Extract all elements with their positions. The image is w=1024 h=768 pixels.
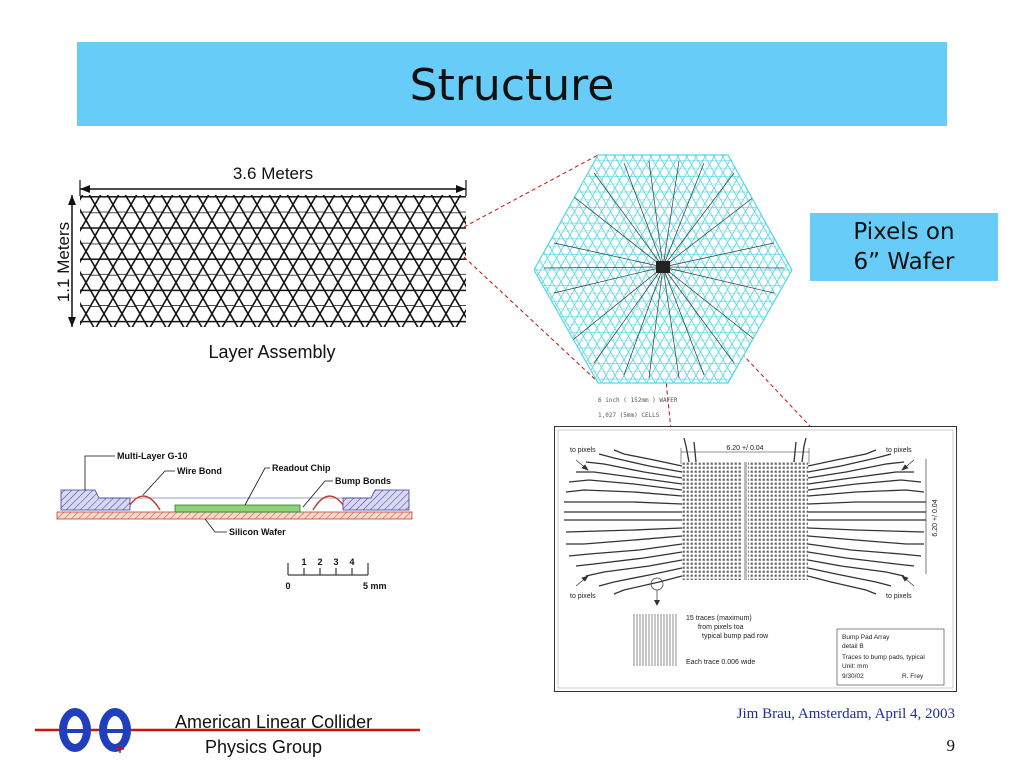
traces-note-2: from pixels toa (698, 624, 744, 631)
label-silicon-wafer: Silicon Wafer (229, 527, 286, 537)
scale-tick-1: 1 (301, 557, 306, 567)
title-block-3: Traces to bump pads, typical (842, 654, 925, 661)
title-block-2: detail B (842, 643, 864, 650)
wire-bond-left (129, 495, 161, 511)
honeycomb-panel (80, 195, 466, 327)
wafer-traces (543, 160, 785, 379)
org-name-line2: Physics Group (205, 737, 323, 757)
scale-bar: 0 1 2 3 4 5 mm (285, 557, 386, 591)
pixels-callout: Pixels on 6” Wafer (810, 213, 998, 281)
footer-credit: Jim Brau, Amsterdam, April 4, 2003 (736, 706, 955, 722)
label-wire-bond: Wire Bond (177, 466, 222, 476)
title-block-4: Unit: mm (842, 663, 868, 670)
layer-assembly-caption: Layer Assembly (208, 342, 335, 362)
pad-array-left (682, 462, 742, 580)
corner-label-bl: to pixels (570, 593, 596, 600)
fanout-traces (564, 437, 926, 595)
scale-tick-3: 3 (333, 557, 338, 567)
wafer-figure (534, 154, 793, 384)
callout-line-1: Pixels on (853, 219, 955, 245)
corner-label-tl: to pixels (570, 447, 596, 454)
cross-section-figure: Multi-Layer G-10 Wire Bond Readout Chip … (56, 451, 413, 591)
dimension-top: 6.20 +/ 0.04 (726, 445, 763, 452)
dimension-side: 6.20 +/ 0.04 (932, 499, 939, 536)
title-block (836, 628, 945, 686)
label-bump-bonds: Bump Bonds (335, 476, 391, 486)
callout-line-2: 6” Wafer (853, 249, 955, 275)
scale-tick-0: 0 (285, 581, 290, 591)
traces-note-1: 15 traces (maximum) (686, 615, 752, 622)
org-name-line1: American Linear Collider (175, 712, 373, 732)
corner-label-tr: to pixels (886, 447, 912, 454)
layer-assembly-figure: 3.6 Meters 1.1 Meters Layer Assembly (54, 164, 467, 362)
title-block-6: R. Frey (902, 673, 924, 680)
scale-tick-4: 4 (349, 557, 354, 567)
trace-sample (633, 614, 677, 666)
wafer-center-chip (656, 261, 670, 273)
traces-note-3: typical bump pad row (702, 633, 769, 640)
wafer-note-1: 6 inch ( 152mm ) WAFER (598, 397, 678, 404)
wafer-note-2: 1,027 (5mm) CELLS (598, 412, 660, 419)
scale-end-label: 5 mm (363, 581, 387, 591)
width-label: 3.6 Meters (233, 164, 313, 183)
label-multilayer: Multi-Layer G-10 (117, 451, 188, 461)
label-readout-chip: Readout Chip (272, 463, 331, 473)
scale-tick-2: 2 (317, 557, 322, 567)
corner-label-br: to pixels (886, 593, 912, 600)
title-block-1: Bump Pad Array (842, 634, 890, 641)
slide-number: 9 (946, 736, 956, 755)
alc-logo (35, 708, 420, 753)
bump-pad-detail-figure: 6.20 +/ 0.04 6.20 +/ 0.04 (554, 426, 957, 692)
pad-array-right (748, 462, 808, 580)
wire-bond-right (312, 495, 344, 511)
readout-chip (174, 504, 301, 513)
title-block-5: 9/30/02 (842, 673, 864, 680)
slide-title: Structure (409, 60, 615, 111)
title-bar: Structure (77, 42, 947, 126)
trace-width-note: Each trace 0.006 wide (686, 659, 755, 666)
height-label: 1.1 Meters (54, 222, 73, 302)
